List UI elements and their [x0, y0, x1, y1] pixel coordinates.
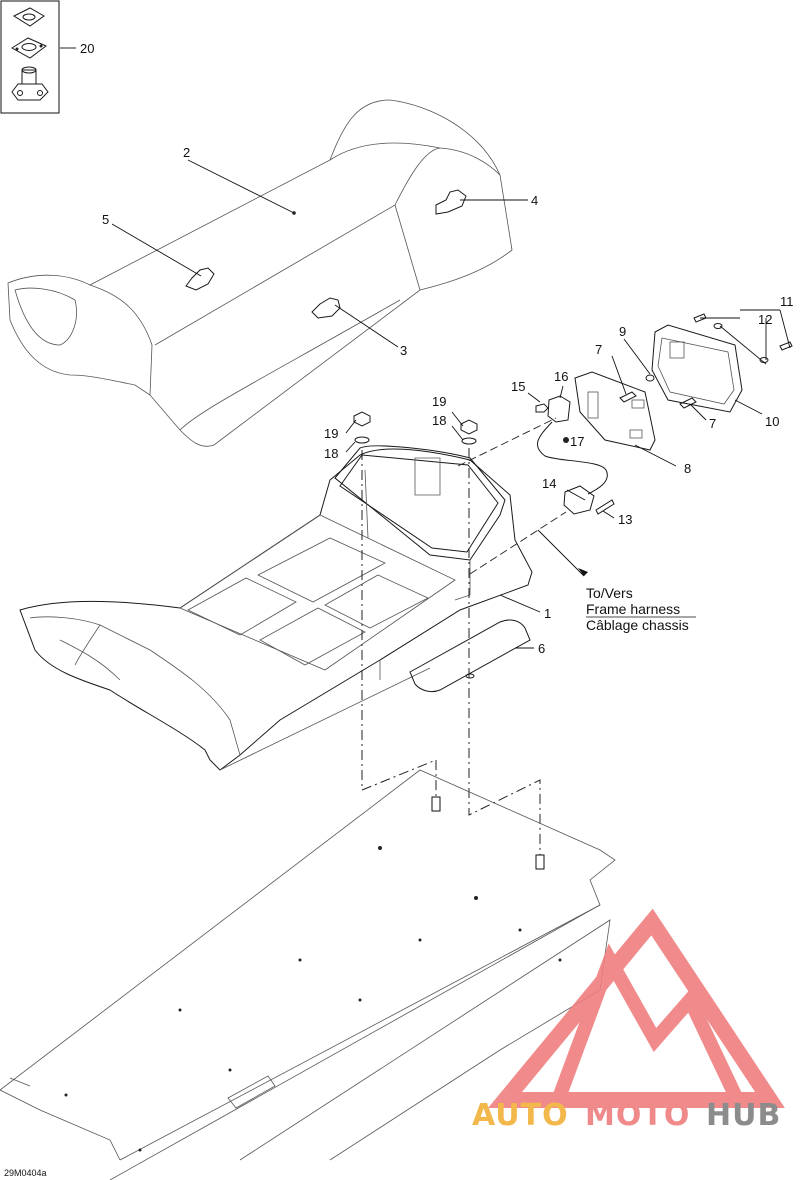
screw-7-lower	[679, 397, 697, 409]
seat-cushion	[7, 99, 513, 447]
svg-text:HUB: HUB	[706, 1098, 781, 1133]
callout-6: 6	[538, 641, 545, 656]
nut-19-right	[460, 419, 478, 435]
callout-2: 2	[183, 145, 190, 160]
stud-right	[535, 854, 545, 870]
seat-base-frame	[19, 448, 533, 771]
washer-18-left	[354, 436, 370, 444]
taillight-housing-8	[574, 371, 656, 451]
callout-5: 5	[102, 212, 109, 227]
stud-left	[431, 796, 441, 812]
seat-cover-patch-4	[435, 189, 467, 215]
underseat-plate	[409, 619, 531, 693]
callout-13: 13	[618, 512, 632, 527]
leader-lines	[111, 159, 791, 649]
grommet-9	[645, 374, 655, 382]
figure-code: 29M0404a	[4, 1168, 47, 1178]
taillight-lens-10	[651, 324, 743, 413]
wire-harness	[536, 421, 608, 495]
fastener-plate-icon	[12, 7, 45, 27]
fastener-plate-icon	[11, 37, 47, 59]
seat-cover-patch-5	[185, 267, 215, 291]
callout-7-upper: 7	[595, 342, 602, 357]
callout-19-right: 19	[432, 394, 446, 409]
callout-14: 14	[542, 476, 556, 491]
assembly-center-lines	[361, 448, 541, 860]
callout-12: 12	[758, 312, 772, 327]
harness-routing	[457, 417, 588, 577]
note-line-2: Frame harness	[586, 601, 680, 617]
bulb-socket-16	[547, 395, 571, 423]
callout-8: 8	[684, 461, 691, 476]
callout-7-lower: 7	[709, 416, 716, 431]
callout-20: 20	[80, 41, 94, 56]
svg-text:AUTO: AUTO	[472, 1098, 569, 1133]
terminal-13	[595, 499, 615, 515]
watermark-logo	[488, 908, 785, 1108]
connector-14	[563, 485, 595, 515]
storage-compartment	[334, 445, 506, 601]
callout-3: 3	[400, 343, 407, 358]
callout-10: 10	[765, 414, 779, 429]
fastener-post-icon	[11, 66, 49, 101]
callout-11: 11	[780, 294, 794, 309]
inset-fastener-box: 20	[0, 0, 94, 114]
callout-18-right: 18	[432, 413, 446, 428]
callout-1: 1	[544, 606, 551, 621]
washer-18-right	[461, 437, 477, 445]
nut-19-left	[353, 411, 371, 427]
svg-text:MOTO: MOTO	[585, 1098, 690, 1133]
callout-9: 9	[619, 324, 626, 339]
tunnel-frame	[0, 769, 616, 1180]
note-line-1: To/Vers	[586, 585, 633, 601]
callout-4: 4	[531, 193, 538, 208]
frame-harness-note: To/Vers Frame harness Câblage chassis	[586, 585, 696, 633]
callout-18-left: 18	[324, 446, 338, 461]
bulb-15	[535, 403, 549, 413]
callout-15: 15	[511, 379, 525, 394]
watermark-text: AUTO MOTO HUB	[472, 1098, 781, 1133]
seat-cover-patch-3	[311, 297, 341, 319]
callout-16: 16	[554, 369, 568, 384]
screw-7-upper	[619, 391, 637, 403]
callout-17: 17	[570, 434, 584, 449]
callout-19-left: 19	[324, 426, 338, 441]
note-line-3: Câblage chassis	[586, 617, 689, 633]
